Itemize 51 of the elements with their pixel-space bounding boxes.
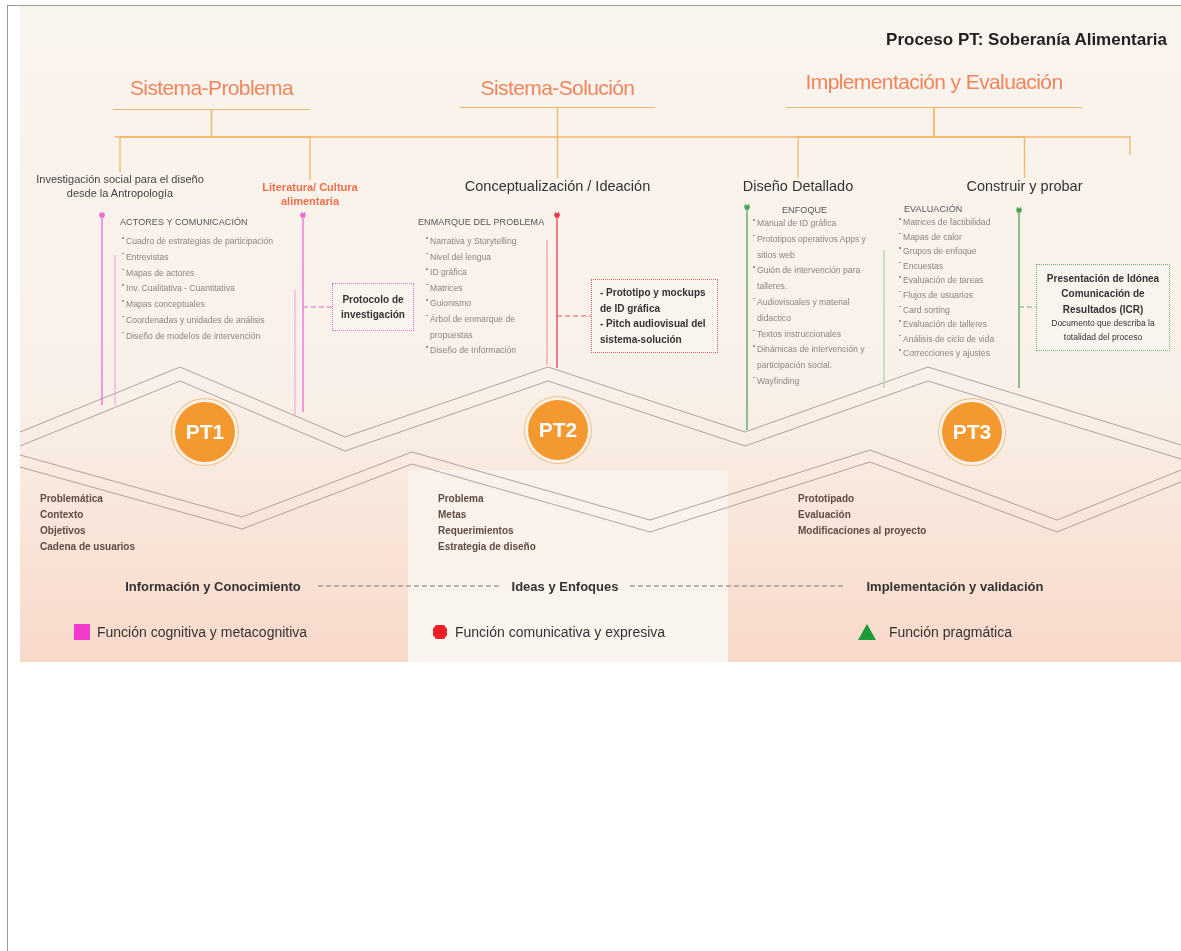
phase-item: Evaluación <box>798 508 851 522</box>
box-text: Documento que describa la totalidad del proceso <box>1050 317 1156 344</box>
note-box <box>1036 264 1170 351</box>
phase-label: Ideas y Enfoques <box>510 578 620 594</box>
note-box <box>591 279 718 353</box>
connector-line <box>317 585 501 587</box>
list-heading: ACTORES Y COMUNICACIÓN <box>120 217 248 227</box>
phase-item: Cadena de usuarios <box>40 540 136 554</box>
phase-item: Prototipado <box>798 492 855 506</box>
heading-text: Sistema-Solución <box>479 76 636 100</box>
phase-item: Requerimientos <box>438 524 514 538</box>
diagram-title: Proceso PT: Soberanía Alimentaria <box>886 30 1167 50</box>
box-text: Protocolo de investigación <box>341 292 405 322</box>
stage-label: Conceptualización / Ideación <box>463 178 652 194</box>
connector-line <box>629 585 846 587</box>
legend-label: Función cognitiva y metacognitiva <box>97 624 308 640</box>
pt-circle <box>175 402 235 462</box>
connector-line <box>933 107 1026 179</box>
connector-line <box>210 109 311 181</box>
pt-circle <box>942 402 1002 462</box>
box-text: Presentación de Idónea Comunicación de Resultados (ICR) <box>1045 271 1161 317</box>
legend-label: Función pragmática <box>889 624 1012 640</box>
stage-label: Construir y probar <box>965 178 1084 194</box>
phase-label: Información y Conocimiento <box>124 578 302 594</box>
pt-label: PT1 <box>185 420 225 444</box>
note-box <box>332 283 414 331</box>
phase-item: Objetivos <box>40 524 86 538</box>
legend-label: Función comunicativa y expresiva <box>455 624 666 640</box>
phase-item: Estrategia de diseño <box>438 540 536 554</box>
connector-line <box>556 107 559 179</box>
pt-label: PT3 <box>952 420 992 444</box>
phase-item: Metas <box>438 508 467 522</box>
phase-label: Implementación y validación <box>865 578 1045 594</box>
pt-circle <box>528 400 588 460</box>
list-heading: ENMARQUE DEL PROBLEMA <box>418 217 545 227</box>
stage-label: Diseño Detallado <box>741 178 855 194</box>
topic-label: Investigación social para el diseño desde la Antropología <box>35 172 205 201</box>
list-heading: EVALUACIÓN <box>903 204 963 214</box>
list-heading: ENFOQUE <box>781 205 828 215</box>
connector-line <box>556 315 592 317</box>
box-text: - Pitch audiovisual del sistema-solución <box>600 317 707 347</box>
phase-item: Modificaciones al proyecto <box>798 524 927 538</box>
phase-item: Problemática <box>40 492 103 506</box>
pt-label: PT2 <box>538 418 578 442</box>
box-text: - Prototipo y mockups de ID gráfica <box>600 286 707 316</box>
heading-text: Implementación y Evaluación <box>804 70 1064 94</box>
phase-item: Problema <box>438 492 484 506</box>
heading-text: Sistema-Problema <box>128 76 295 100</box>
connector-line <box>302 306 333 308</box>
topic-label: Literatura/ Cultura alimentaria <box>261 180 359 209</box>
phase-item: Contexto <box>40 508 84 522</box>
